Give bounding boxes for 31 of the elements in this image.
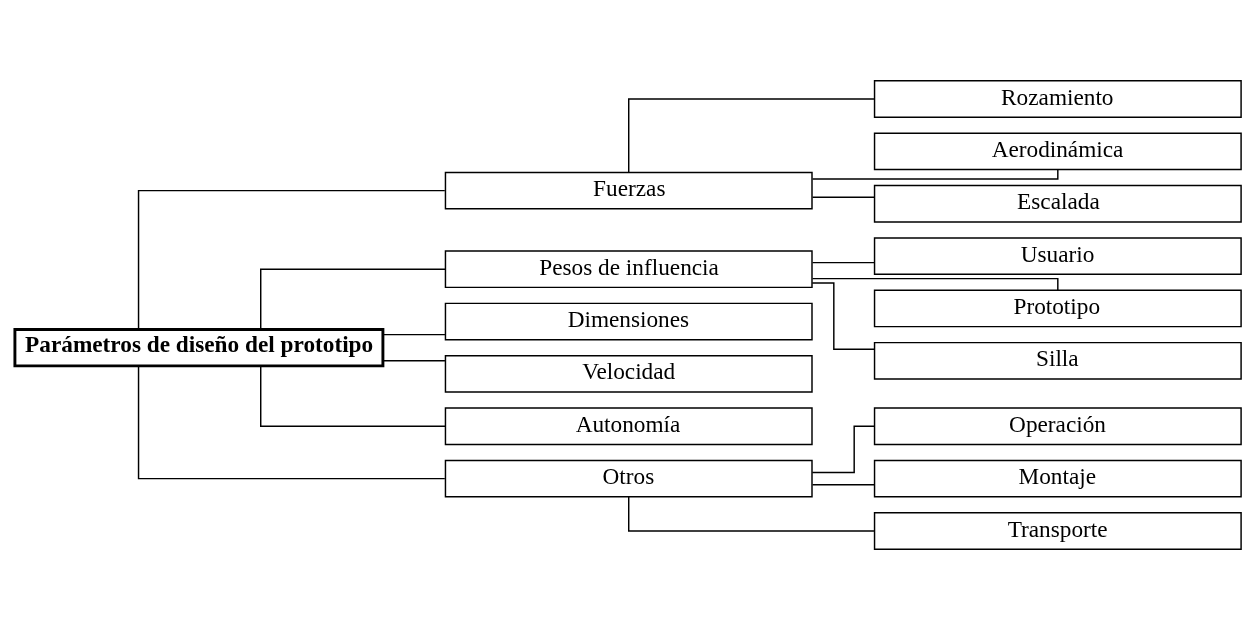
connector: [628, 98, 875, 173]
connector: [628, 496, 875, 532]
connector: [137, 189, 446, 330]
connector: [260, 268, 446, 331]
node-box: Dimensiones: [444, 302, 813, 341]
connector: [137, 365, 446, 480]
connector: [811, 425, 876, 474]
connector: [382, 360, 446, 362]
connector: [811, 483, 876, 486]
node-box: Montaje: [873, 459, 1242, 498]
node-box: Transporte: [873, 512, 1242, 550]
node-box: Pesos de influencia: [444, 250, 813, 289]
node-box: Parámetros de diseño del prototipo: [13, 328, 385, 368]
node-box: Aerodinámica: [873, 132, 1242, 171]
connector: [811, 277, 1059, 291]
node-box: Silla: [873, 341, 1242, 380]
connector: [382, 333, 446, 336]
connector: [811, 282, 876, 350]
node-box: Otros: [444, 459, 813, 498]
node-box: Velocidad: [444, 355, 813, 393]
node-box: Fuerzas: [444, 171, 813, 210]
connector: [811, 196, 876, 198]
node-box: Usuario: [873, 237, 1242, 275]
node-box: Escalada: [873, 184, 1242, 223]
node-box: Prototipo: [873, 289, 1242, 328]
connector: [811, 261, 876, 264]
node-box: Autonomía: [444, 407, 813, 446]
connector: [260, 365, 446, 427]
node-box: Operación: [873, 407, 1242, 446]
node-box: Rozamiento: [873, 80, 1242, 118]
connector: [811, 168, 1059, 180]
